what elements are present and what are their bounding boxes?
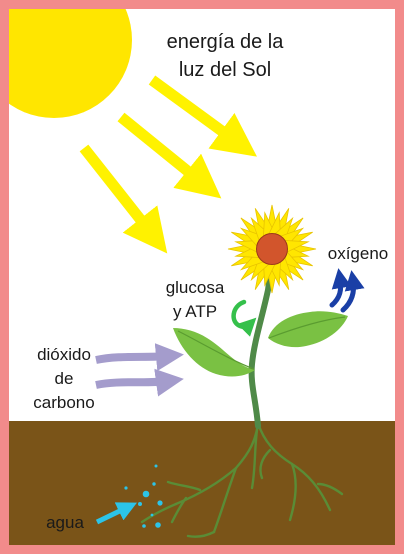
frame-top-edge xyxy=(0,0,404,9)
co2-label-line2: de xyxy=(55,369,74,388)
sun-label-line2: luz del Sol xyxy=(179,59,271,81)
co2-label-line3: carbono xyxy=(33,393,94,412)
glucose-label-line1: glucosa xyxy=(166,278,225,297)
flower-center xyxy=(257,234,288,265)
water-label: agua xyxy=(46,513,84,532)
sun-label-line1: energía de la xyxy=(167,31,285,53)
co2-arrow xyxy=(96,381,168,385)
glucose-label-line2: y ATP xyxy=(173,302,217,321)
oxygen-label: oxígeno xyxy=(328,244,389,263)
co2-label-line1: dióxido xyxy=(37,345,91,364)
co2-arrow xyxy=(96,356,168,360)
frame-left-edge xyxy=(0,0,9,554)
